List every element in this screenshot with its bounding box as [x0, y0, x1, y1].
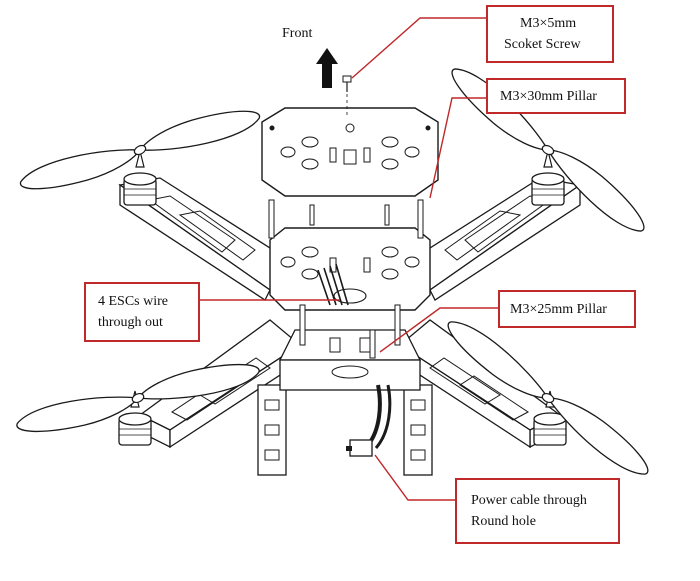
landing-gear-right — [403, 384, 433, 476]
landing-gear-left — [257, 384, 287, 476]
callout-leader-lines — [200, 17, 498, 501]
front-direction-label: Front — [282, 26, 313, 41]
upper-plate — [261, 107, 439, 197]
callout-power-cable-line2: Round hole — [471, 514, 536, 529]
callout-pillar-25mm: M3×25mm Pillar — [498, 290, 636, 328]
esc-wires — [317, 263, 349, 306]
callout-socket-screw-line1: M3×5mm — [520, 16, 577, 31]
callout-power-cable-line1: Power cable through — [471, 493, 587, 508]
callout-power-cable: Power cable through Round hole — [455, 478, 620, 544]
pillars-25mm — [299, 304, 401, 359]
callout-esc-wires-line2: through out — [98, 315, 163, 330]
callout-pillar-30mm-text: M3×30mm Pillar — [500, 88, 597, 104]
pillars-30mm — [268, 199, 424, 239]
callout-esc-wires: 4 ESCs wire through out — [84, 282, 200, 342]
callout-pillar-30mm: M3×30mm Pillar — [486, 78, 626, 114]
callout-socket-screw: M3×5mm Scoket Screw — [486, 5, 614, 63]
lower-plate — [269, 227, 431, 311]
callout-socket-screw-line2: Scoket Screw — [504, 37, 581, 52]
center-body — [278, 329, 422, 391]
callout-pillar-25mm-text: M3×25mm Pillar — [510, 301, 607, 317]
socket-screw — [342, 75, 352, 118]
arrow-up-icon — [316, 48, 338, 88]
power-cable — [346, 384, 392, 457]
callout-esc-wires-line1: 4 ESCs wire — [98, 294, 168, 309]
